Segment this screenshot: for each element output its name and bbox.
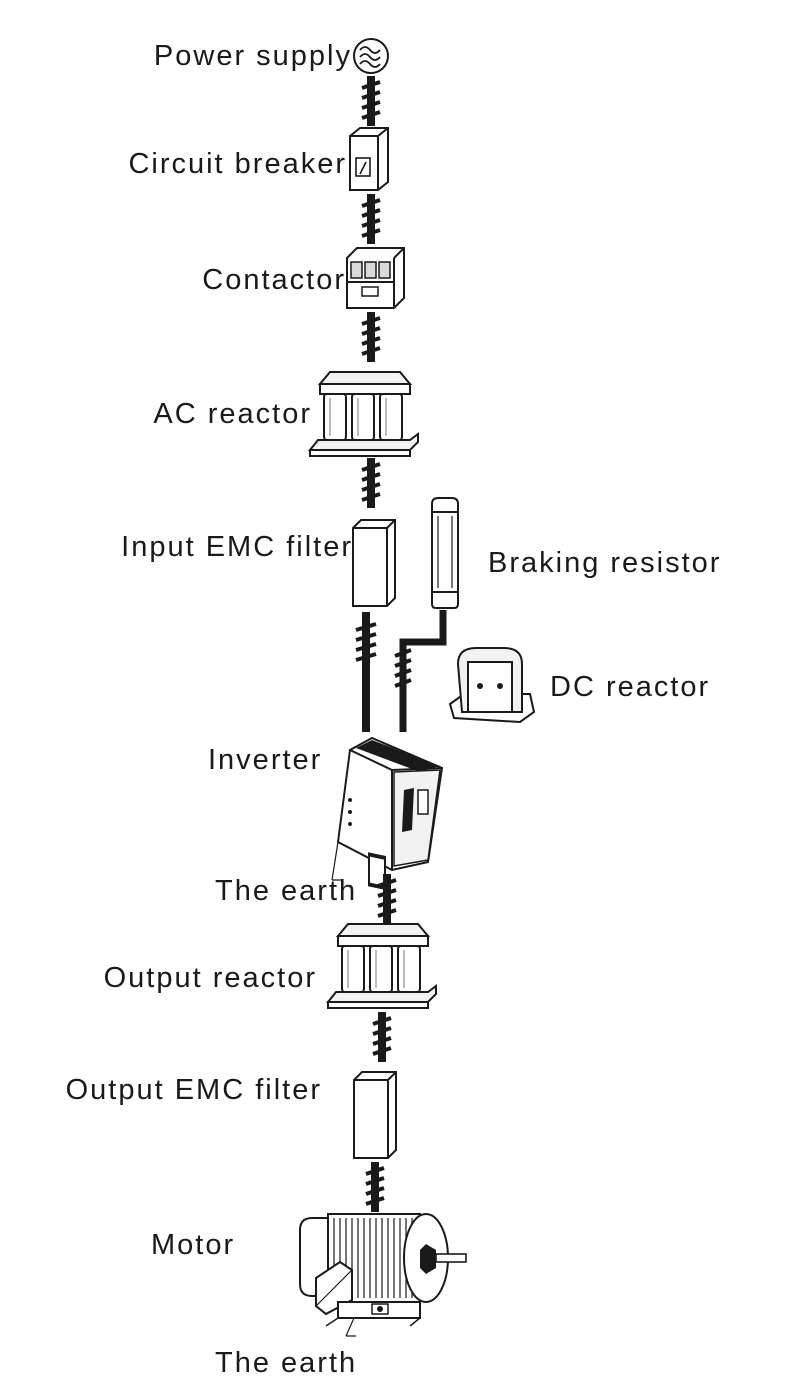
ac-reactor-label: AC reactor [153,398,312,430]
emc-filter-icon [353,1071,397,1159]
contactor-icon [346,247,405,309]
cable-power-breaker [360,74,382,128]
output-emc-filter-label: Output EMC filter [65,1074,322,1106]
cable-breaker-contactor [360,192,382,246]
cable-filter-motor [364,1160,386,1214]
dc-reactor-icon [448,647,536,724]
circuit-breaker-label: Circuit breaker [128,148,347,180]
earth-label: The earth [215,1347,358,1379]
cable-reactor-filter [360,456,382,510]
dc-reactor-label: DC reactor [550,671,711,703]
inverter-drive-icon [331,736,444,891]
three-phase-reactor-icon [309,371,419,457]
output-reactor-label: Output reactor [103,962,317,994]
motor-label: Motor [151,1229,236,1261]
emc-filter-icon [352,519,396,607]
cable-filter-inverter [355,612,377,732]
cable-outreactor-filter [371,1010,393,1064]
contactor-label: Contactor [202,264,346,296]
three-phase-reactor-icon [327,923,437,1009]
motor-icon [299,1213,467,1337]
inverter-label: Inverter [208,744,323,776]
power-supply-label: Power supply [153,40,352,72]
resistor-icon [431,497,459,609]
braking-resistor-label: Braking resistor [488,547,722,579]
earth-label: The earth [215,875,358,907]
input-emc-filter-label: Input EMC filter [121,531,353,563]
ac-wave-icon [353,38,389,74]
cable-contactor-reactor [360,310,382,364]
circuit-breaker-icon [349,127,389,191]
cable-resistor-inverter [394,610,447,732]
